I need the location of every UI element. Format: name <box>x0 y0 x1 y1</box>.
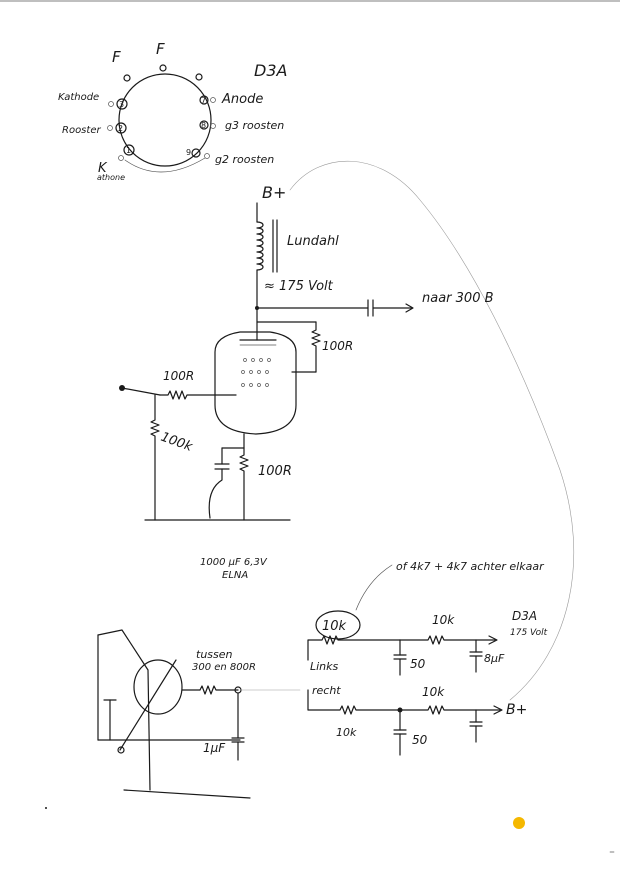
tube-base-circle <box>118 73 212 167</box>
stray-mark-left <box>45 807 47 809</box>
pin-f-top <box>159 64 167 72</box>
pin-9-number: 9 <box>186 148 191 157</box>
wire-cathode-cap-ground <box>208 468 223 519</box>
label-anode: Anode <box>221 92 263 107</box>
pin-2-tab <box>107 125 113 131</box>
wire-input <box>121 387 161 396</box>
pot-wiper <box>119 659 177 751</box>
to-d3a-voltage: 175 Volt <box>510 628 548 638</box>
pin-8-tab <box>210 123 216 129</box>
note-line-1: of 4k7 + 4k7 achter elkaar <box>396 560 545 573</box>
choke-label: Lundahl <box>287 234 339 249</box>
amplifier-stage: B+ Lundahl ≈ 175 Volt naar 300 B 100R <box>119 160 575 701</box>
left-frame-wire <box>97 629 151 791</box>
rechts-label: recht <box>312 684 341 697</box>
arrow-to-bplus <box>493 705 503 715</box>
pot-wiper-end <box>117 746 125 754</box>
b-plus-connection-arc <box>289 160 575 701</box>
tube-type-title: D3A <box>254 61 287 80</box>
pin-f-left-label: F <box>112 48 121 66</box>
pin-f-top-label: F <box>156 40 165 58</box>
tube-electrode-dots <box>241 358 271 387</box>
label-kathode: Kathode <box>58 92 99 103</box>
cap-top-2-label: 8μF <box>484 652 505 665</box>
highlight-dot <box>513 817 525 829</box>
pin-top-right <box>195 73 203 81</box>
cathode-resistor-label: 100R <box>258 464 292 479</box>
cap-bottom-label: 50 <box>412 733 428 747</box>
between-label: tussen <box>196 648 233 661</box>
base-wire-curve <box>124 157 206 173</box>
circled-resistor-label: 10k <box>322 619 347 634</box>
pin-1 <box>123 144 135 156</box>
links-label: Links <box>310 660 339 673</box>
resistor-rechts-second <box>399 705 501 715</box>
choke-coil <box>256 221 264 271</box>
label-g2: g2 roosten <box>215 153 274 166</box>
label-rooster: Rooster <box>62 125 101 136</box>
pin-7 <box>199 95 209 105</box>
label-athone: athone <box>97 173 125 182</box>
pin-2 <box>115 122 127 134</box>
pin-3-tab <box>108 101 114 107</box>
pin-7-tab <box>210 97 216 103</box>
arrow-to-300b <box>405 303 414 313</box>
resistor-bottom-2-label: 10k <box>422 685 445 699</box>
grid-stopper-label: 100R <box>163 369 194 383</box>
cap-1uf-label: 1μF <box>203 741 226 755</box>
pin-7-number: 7 <box>201 96 206 105</box>
between-values-label: 300 en 800R <box>192 662 256 673</box>
cathode-resistor <box>239 447 249 521</box>
note-pointer <box>355 564 393 611</box>
resistor-bottom-1-label: 10k <box>336 726 357 739</box>
tube-envelope <box>214 331 297 435</box>
resistor-links-second <box>399 635 496 645</box>
label-g3: g3 roosten <box>225 119 284 132</box>
g2-resistor <box>311 321 321 373</box>
arrow-to-d3a <box>488 635 498 645</box>
pin-1-tab <box>118 155 124 161</box>
grid-leak-resistor <box>150 394 160 521</box>
pin-f-left <box>123 74 131 82</box>
grid-stopper-resistor <box>159 390 237 400</box>
pin-1-number: 1 <box>126 146 131 155</box>
tube-base-diagram: 3 2 1 7 8 9 F F D3A Kathode Rooster K at… <box>58 40 287 182</box>
anode-voltage-label: ≈ 175 Volt <box>264 279 334 294</box>
to-d3a-label: D3A <box>512 609 537 623</box>
bottom-wire <box>123 789 251 799</box>
resistor-links-first <box>307 635 401 661</box>
pin-8-number: 8 <box>201 121 206 130</box>
b-plus-label-top: B+ <box>262 183 286 202</box>
pin-3-number: 3 <box>119 100 124 109</box>
pot-circle <box>133 659 183 715</box>
pin-2-number: 2 <box>118 124 123 133</box>
pin-3 <box>116 98 128 110</box>
b-plus-label-bottom: B+ <box>506 702 527 718</box>
label-k: K <box>98 161 108 176</box>
cathode-cap-value: 1000 μF 6,3V <box>200 557 268 568</box>
pin-9-tab <box>204 153 210 159</box>
cathode-cap-brand: ELNA <box>222 570 248 581</box>
g2-resistor-label: 100R <box>322 339 353 353</box>
grid-leak-label: 100k <box>159 430 195 455</box>
pot-resistor <box>199 685 239 695</box>
pin-8 <box>199 120 209 130</box>
cap-top-1-label: 50 <box>410 657 426 671</box>
resistor-rechts-first <box>307 689 401 715</box>
power-supply: of 4k7 + 4k7 achter elkaar 10k 10k D3A 1… <box>97 560 548 799</box>
output-label: naar 300 B <box>422 291 494 306</box>
pin-9 <box>191 148 201 158</box>
rail-resistor-top-label: 10k <box>432 613 455 627</box>
